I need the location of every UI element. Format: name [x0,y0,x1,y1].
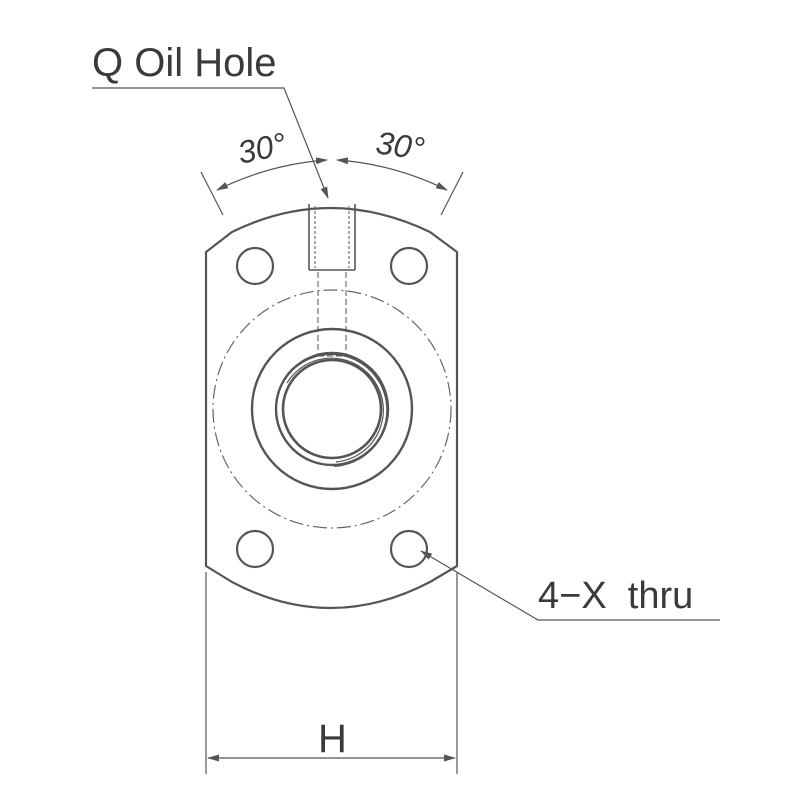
oil-hole-leader [92,87,329,199]
mounting-hole-top-right [389,246,429,286]
angle-dimension [200,157,464,216]
flange-outline [204,207,459,609]
thread-arc [283,353,389,467]
spigot-circle [250,327,414,491]
width-label: H [318,717,347,761]
mounting-hole-bottom-left [235,529,275,569]
holes-leader [420,550,720,621]
oil-hole-label: Q Oil Hole [92,41,277,85]
oil-hole [308,204,356,357]
width-dimension [205,572,458,774]
holes-label: 4−X thru [538,575,693,617]
angle-label-left: 30° [234,125,289,170]
bore-circle [281,358,383,460]
thread-arc-inner [286,357,384,463]
bolt-circle [212,289,452,529]
mounting-hole-top-left [235,246,275,286]
mounting-hole-bottom-right [389,529,429,569]
angle-label-right: 30° [374,124,427,166]
